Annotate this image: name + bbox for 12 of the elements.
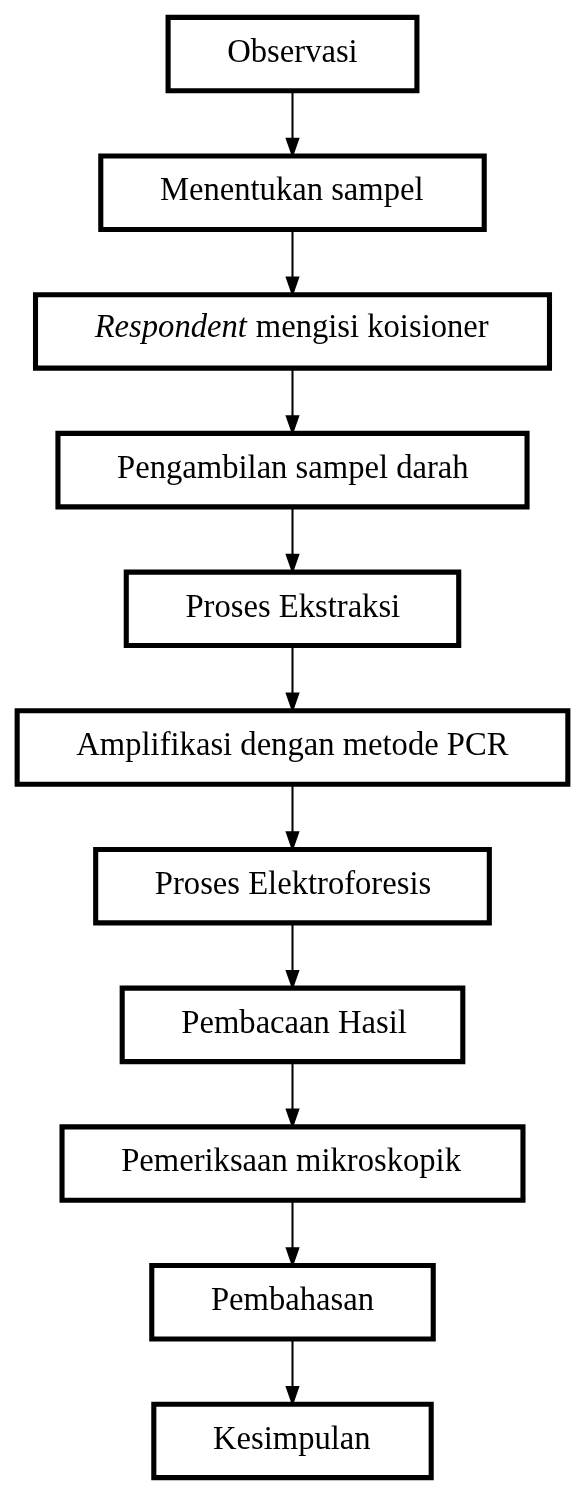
node-box: Pembacaan Hasil bbox=[119, 985, 465, 1065]
node-box: Menentukan sampel bbox=[97, 153, 487, 232]
node-box: Pengambilan sampel darah bbox=[54, 430, 530, 510]
node-box: Kesimpulan bbox=[150, 1401, 434, 1481]
node-box: Observasi bbox=[165, 14, 419, 94]
node-box: Respondent mengisi koisioner bbox=[32, 292, 552, 371]
node-box: Proses Elektroforesis bbox=[92, 846, 492, 926]
node-box: Amplifikasi dengan metode PCR bbox=[14, 708, 570, 787]
node-box: Proses Ekstraksi bbox=[123, 569, 461, 649]
arrow bbox=[284, 1339, 300, 1407]
node-box: Pembahasan bbox=[148, 1263, 436, 1342]
node-box: Pemeriksaan mikroskopik bbox=[59, 1124, 525, 1203]
